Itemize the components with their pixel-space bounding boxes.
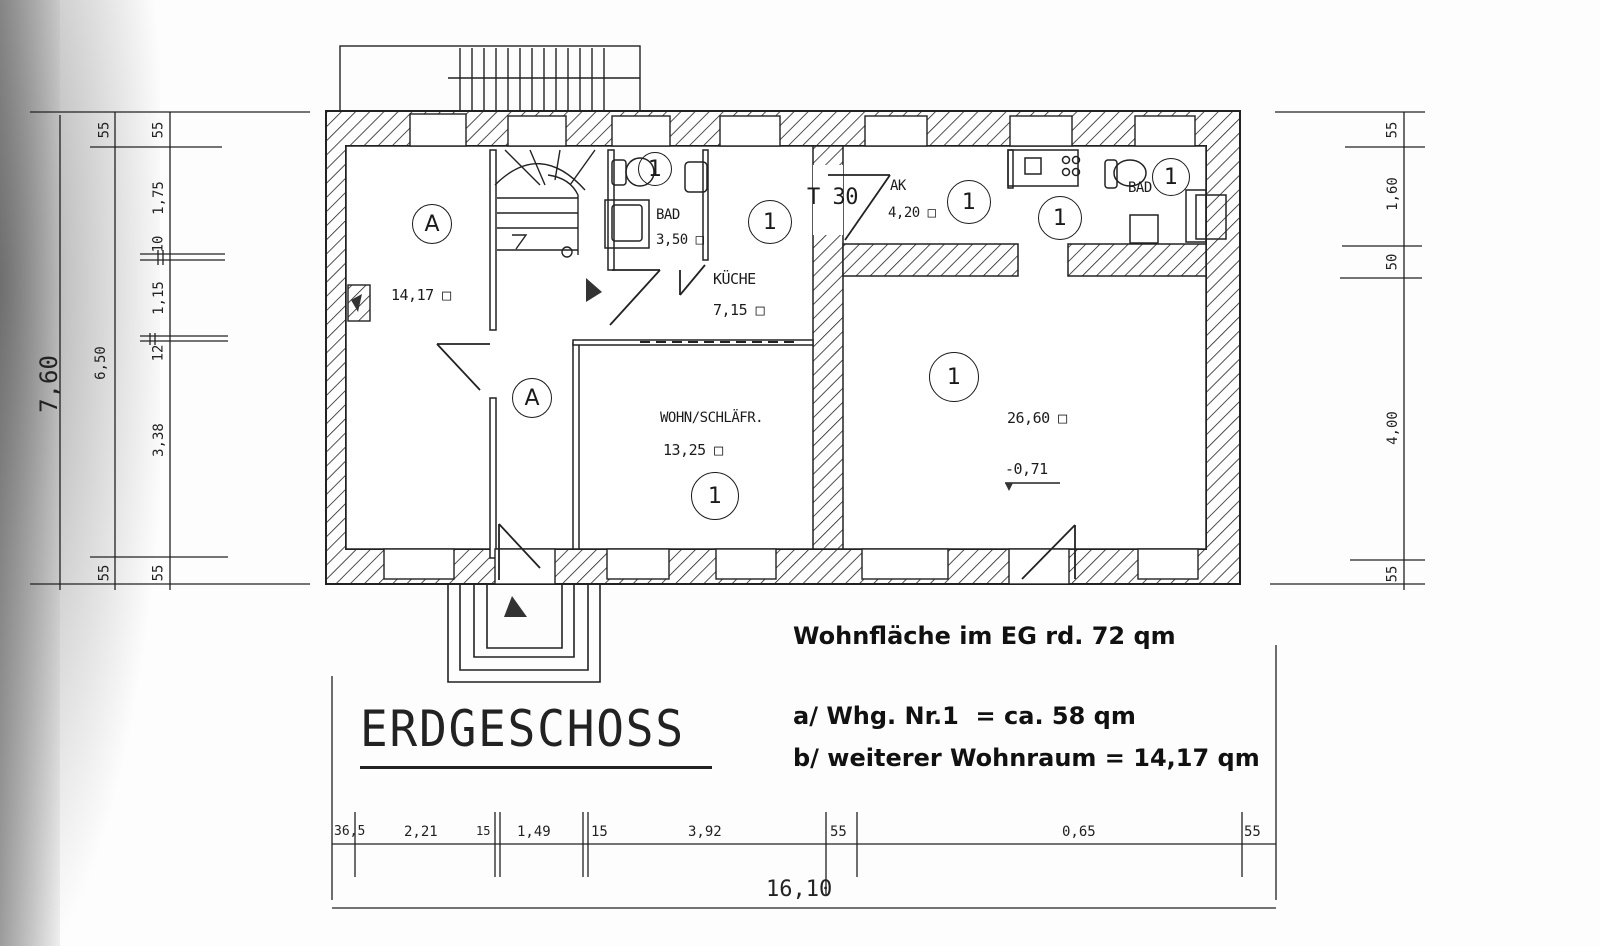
dim-left-mid-body: 6,50	[92, 346, 109, 380]
dim-left-inner-5: 3,38	[150, 423, 167, 457]
kueche-marker: 1	[748, 200, 792, 244]
dim-right-2: 50	[1384, 253, 1401, 271]
kueche-area: 7,15 □	[713, 301, 765, 319]
kueche-label: KÜCHE	[713, 270, 756, 288]
dim-right-3: 4,00	[1384, 411, 1401, 445]
dim-left-inner-6: 55	[150, 564, 167, 582]
wohn-marker: 1	[691, 472, 739, 520]
dim-left-inner-4: 12	[150, 344, 167, 362]
dim-bottom-8: 55	[1244, 824, 1261, 840]
dim-right-1: 1,60	[1384, 177, 1401, 211]
floor-title: ERDGESCHOSS	[360, 700, 685, 758]
dim-left-inner-3: 1,15	[150, 281, 167, 315]
bad-label: BAD	[656, 207, 680, 223]
dim-bottom-4: 15	[591, 824, 608, 840]
big-room-marker: 1	[929, 352, 979, 402]
dim-bottom-6: 55	[830, 824, 847, 840]
ak-marker: 1	[947, 180, 991, 224]
note-extra-room: b/ weiterer Wohnraum = 14,17 qm	[793, 744, 1260, 772]
big-room-area: 26,60 □	[1007, 409, 1067, 427]
dim-left-inner-0: 55	[150, 121, 167, 139]
dim-bottom-7: 0,65	[1062, 824, 1096, 840]
hall-marker: A	[512, 378, 552, 418]
door-fire-rating: T 30	[807, 185, 858, 210]
bad2-marker: 1	[1152, 158, 1190, 196]
note-apartment-1: a/ Whg. Nr.1 = ca. 58 qm	[793, 702, 1136, 730]
dim-bottom-5: 3,92	[688, 824, 722, 840]
dim-left-mid-bottom: 55	[96, 564, 113, 582]
dim-left-total: 7,60	[34, 355, 63, 413]
room-a-area: 14,17 □	[391, 286, 451, 304]
flur2-marker: 1	[1038, 196, 1082, 240]
dim-left-inner-2: 10	[150, 235, 167, 253]
wohn-area: 13,25 □	[663, 441, 723, 459]
dim-bottom-2: 15	[476, 824, 491, 838]
level-marker: -0,71	[1005, 460, 1048, 478]
dim-right-4: 55	[1384, 565, 1401, 583]
room-marker-a: A	[412, 204, 452, 244]
dim-left-mid-top: 55	[96, 121, 113, 139]
note-total-area: Wohnfläche im EG rd. 72 qm	[793, 622, 1176, 650]
dim-left-inner-1: 1,75	[150, 181, 167, 215]
dim-bottom-3: 1,49	[517, 824, 551, 840]
dim-bottom-total: 16,10	[766, 877, 833, 902]
bad-marker: 1	[638, 152, 672, 186]
ak-label: AK	[890, 178, 906, 194]
scan-shadow-edge	[0, 0, 60, 946]
title-underline	[360, 766, 712, 769]
bad2-label: BAD	[1128, 180, 1152, 196]
ak-area: 4,20 □	[888, 205, 936, 221]
dim-bottom-0: 36,5	[334, 824, 366, 839]
dim-bottom-1: 2,21	[404, 824, 438, 840]
wohn-label: WOHN/SCHLÄFR.	[660, 410, 764, 426]
bad-area: 3,50 □	[656, 232, 704, 248]
dim-right-0: 55	[1384, 121, 1401, 139]
